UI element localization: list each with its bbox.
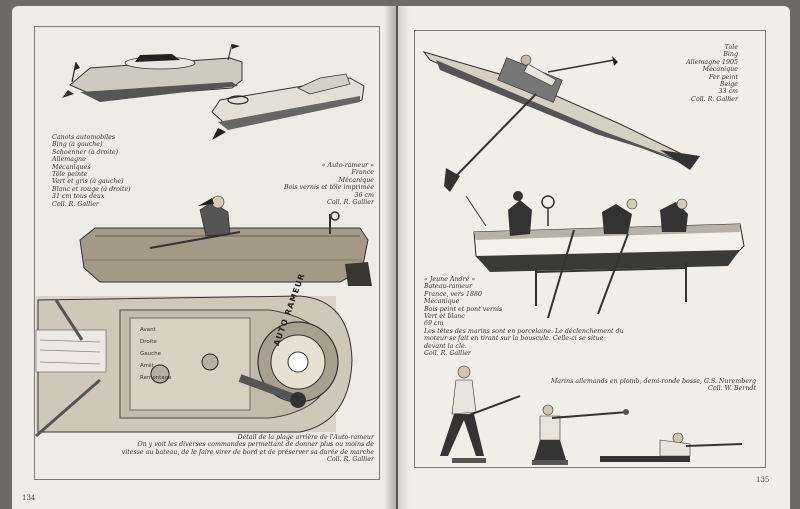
caption-auto-rameur: « Auto-rameur » France Mécanique Bois ve… — [284, 162, 374, 206]
caption-line: Coll. R. Gallier — [52, 200, 99, 208]
caption-line: Bing — [723, 51, 738, 59]
plate-command-label: Arrêt — [140, 363, 154, 369]
caption-line: 31 cm tous deux — [52, 193, 105, 201]
caption-line: Coll. W. Berndt — [708, 385, 756, 393]
plate-command-label: Remontage — [140, 375, 172, 381]
caption-line: Mécanique — [702, 66, 738, 74]
left-photo-frame — [34, 26, 380, 480]
caption-line: 69 cm — [424, 320, 444, 328]
scull-boat — [422, 51, 700, 192]
caption-line: Bing (à gauche) — [52, 141, 103, 149]
caption-line: Canots automobiles — [52, 134, 116, 141]
caption-line: Beige — [719, 81, 738, 89]
auto-rameur-boat — [79, 195, 372, 286]
caption-line: Les têtes des marins sont en porcelaine.… — [424, 327, 624, 335]
lead-sailor-figures — [440, 365, 743, 465]
plate-commands: Avant Droite Gauche Arrêt Remontage — [140, 324, 172, 384]
caption-line: Mécanique — [338, 176, 374, 184]
book-gutter — [384, 6, 410, 509]
caption-line: Vert et gris (à gauche) — [52, 178, 124, 186]
caption-line: Coll. R. Gallier — [691, 95, 738, 103]
caption-line: moteur se fait en tirant sur la bouscule… — [424, 335, 604, 343]
caption-line: Tole — [724, 44, 738, 51]
caption-line: Coll. R. Gallier — [327, 456, 374, 464]
caption-scull: Tole Bing Allemagne 1905 Mécanique Fer p… — [686, 44, 738, 103]
caption-line: vitesse au bateau, de le faire virer de … — [121, 448, 374, 456]
page-number-left: 134 — [22, 494, 36, 502]
plate-command-label: Avant — [140, 327, 156, 333]
caption-line: devant la clé. — [424, 342, 467, 350]
rameur-detail-plate — [35, 295, 353, 438]
caption-line: Mécaniques — [52, 163, 91, 171]
caption-line: 36 cm — [354, 191, 374, 199]
caption-line: 33 cm — [718, 88, 738, 96]
caption-line: Fer peint — [708, 73, 738, 81]
caption-line: Allemagne 1905 — [686, 58, 738, 66]
caption-line: Schoenner (à droite) — [52, 148, 119, 156]
caption-line: Marins allemands en plomb, demi-ronde bo… — [550, 378, 756, 385]
caption-line: Bateau-rameur — [424, 283, 473, 291]
caption-line: Tôle peinte — [52, 171, 88, 179]
caption-line: Bois peint et pont vernis — [424, 305, 503, 313]
caption-line: Coll. R. Gallier — [424, 350, 471, 358]
caption-line: Bois vernis et tôle imprimée — [283, 184, 374, 192]
right-photo-frame — [414, 30, 766, 468]
caption-line: France, vers 1880 — [424, 290, 482, 298]
caption-line: Allemagne — [52, 156, 86, 164]
caption-line: On y voit les diverses commandes permett… — [137, 441, 374, 449]
caption-line: Détail de la plage arrière de l'Auto-ram… — [237, 434, 374, 441]
caption-line: « Auto-rameur » — [321, 162, 374, 169]
caption-jeune-andre: « Jeune André » Bateau-rameur France, ve… — [424, 276, 624, 357]
caption-line: Mécanique — [424, 298, 460, 306]
plate-command-label: Droite — [140, 339, 157, 345]
jeune-andre-boat — [465, 191, 745, 319]
page-number-right: 135 — [756, 476, 770, 484]
plate-command-label: Gauche — [140, 351, 162, 357]
caption-detail: Détail de la plage arrière de l'Auto-ram… — [122, 434, 374, 464]
racecar-boat-schoenner — [211, 73, 365, 140]
caption-line: Vert et blanc — [424, 313, 465, 321]
caption-marins: Marins allemands en plomb, demi-ronde bo… — [551, 378, 756, 393]
caption-racecars: Canots automobiles Bing (à gauche) Schoe… — [52, 134, 131, 208]
caption-line: Blanc et rouge (à droite) — [52, 185, 131, 193]
caption-line: Coll. R. Gallier — [327, 199, 374, 207]
caption-line: France — [351, 169, 374, 177]
racecar-boat-bing — [62, 43, 243, 102]
caption-line: « Jeune André » — [424, 276, 476, 283]
